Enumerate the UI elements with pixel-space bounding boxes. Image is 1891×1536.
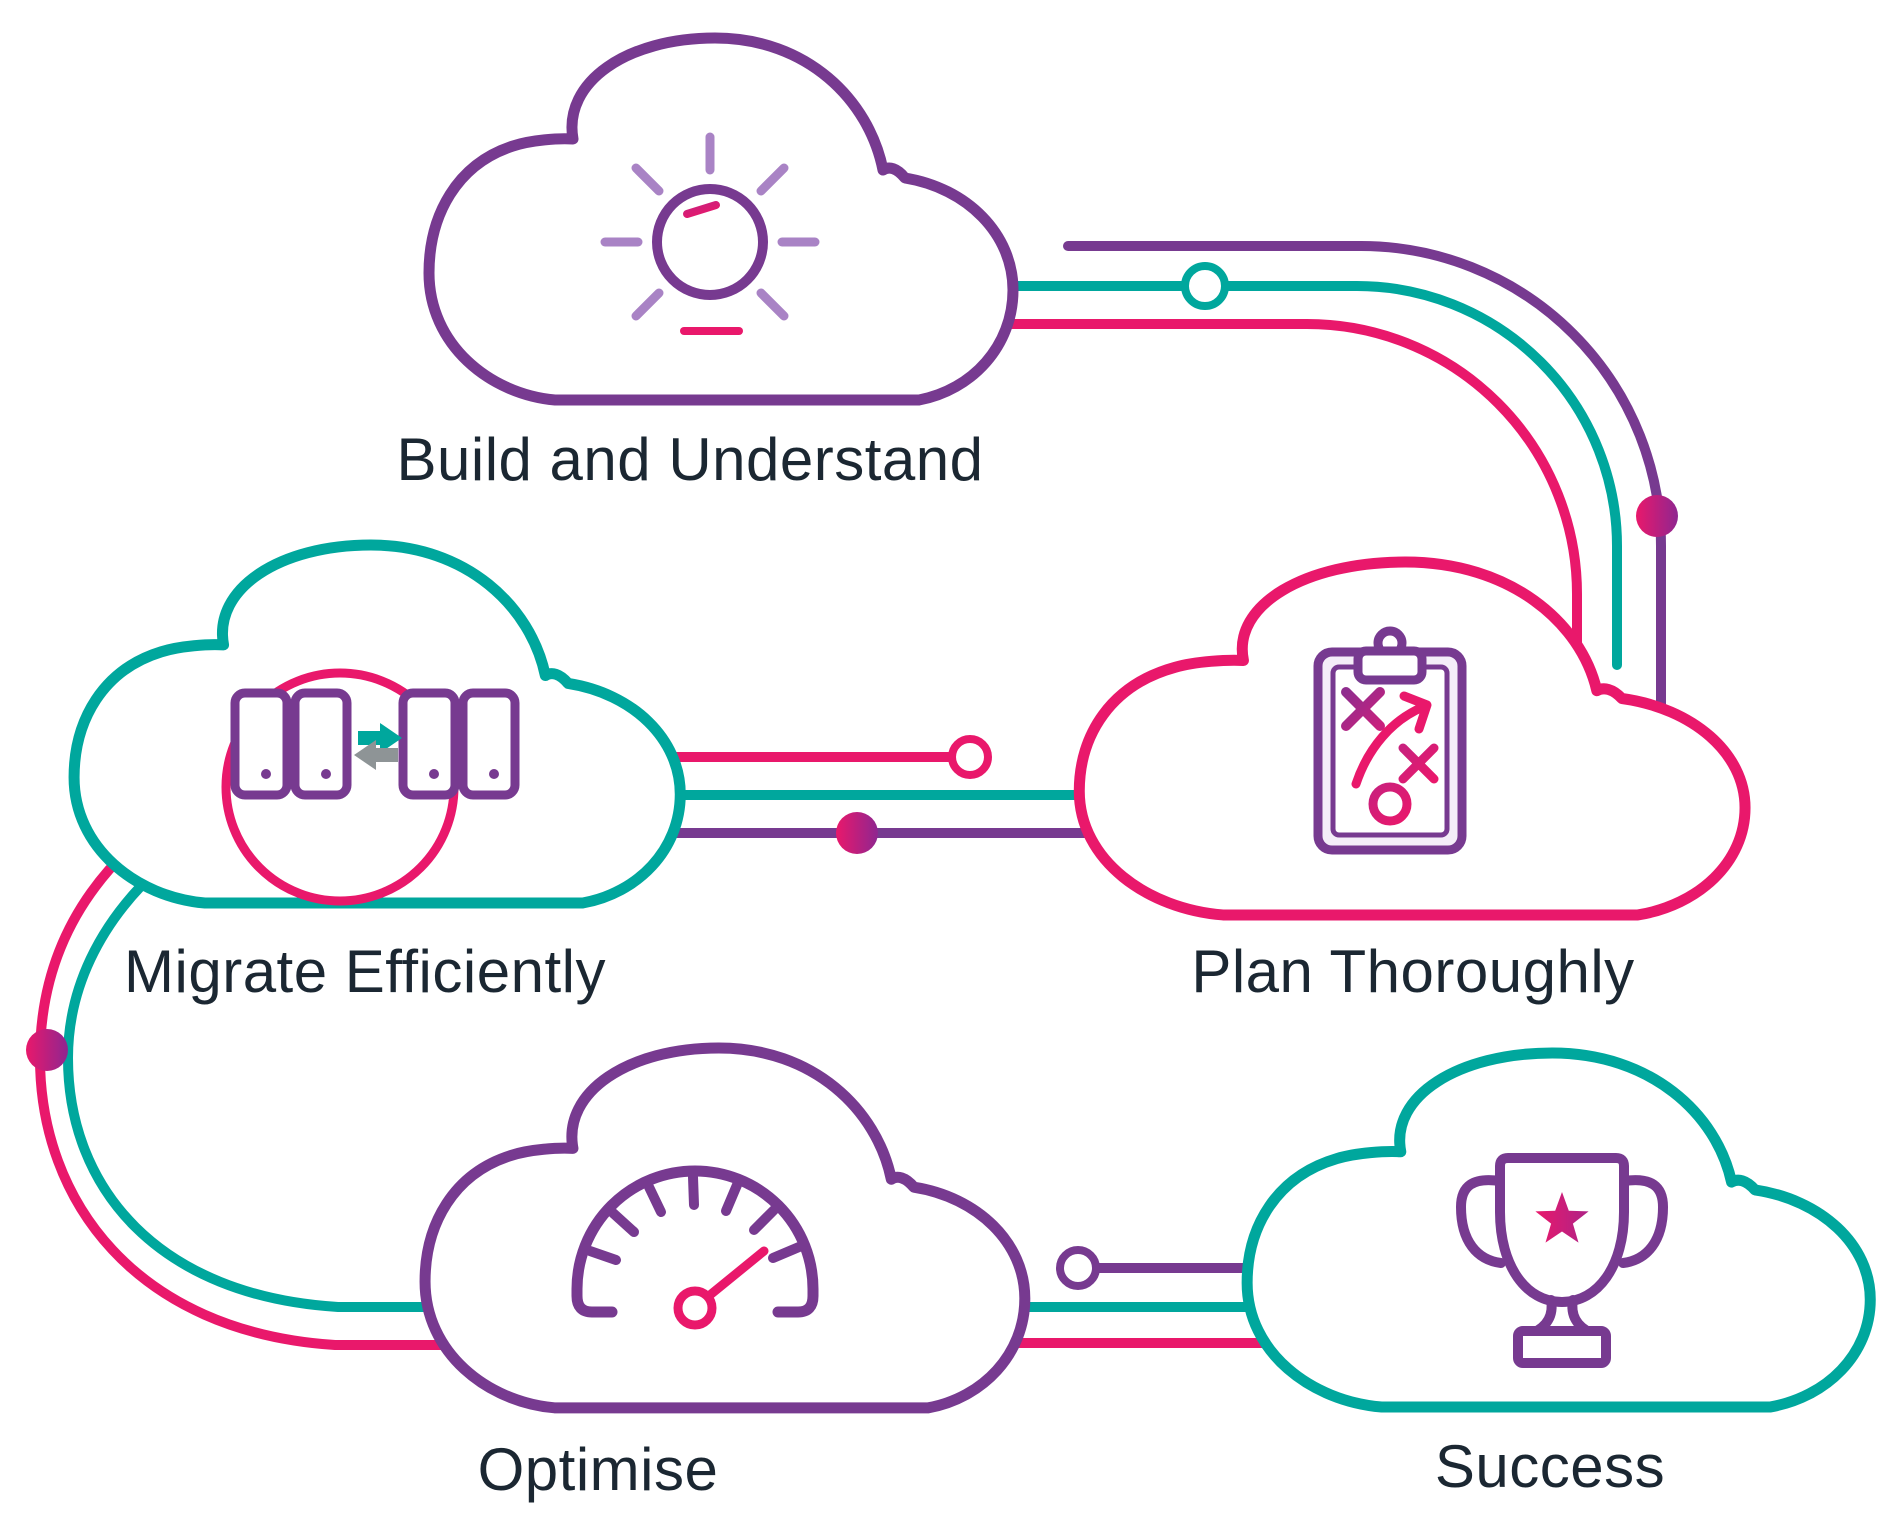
trophy-icon (1455, 1153, 1669, 1368)
label-success: Success (1435, 1433, 1665, 1500)
server-migration-icon (221, 668, 520, 906)
label-plan-thoroughly: Plan Thoroughly (1191, 938, 1634, 1005)
server-tower (290, 688, 352, 800)
connector-line-pink (995, 319, 1582, 660)
gradient-dot-node (836, 812, 878, 854)
connector-line-pink (34, 843, 475, 1350)
trophy-right-handle (1618, 1175, 1669, 1268)
connector-line-teal (62, 870, 475, 1312)
cloud-migrate-efficiently (74, 545, 680, 903)
trophy-star (1535, 1192, 1589, 1243)
server-rack-group (230, 688, 520, 800)
trophy-base (1513, 1326, 1611, 1368)
connector-build-to-plan (995, 241, 1666, 730)
trophy-left-handle (1455, 1175, 1506, 1268)
strategy-clipboard-icon (1313, 626, 1467, 855)
label-build-and-understand: Build and Understand (396, 426, 983, 493)
hollow-purple-circle-node (1056, 1246, 1100, 1290)
gauge-hub (673, 1286, 717, 1330)
tactic-arrow-curve (1351, 702, 1428, 789)
connector-migrate-to-optimise (34, 843, 475, 1350)
connector-line-purple (1063, 241, 1666, 730)
tactic-o-mark (1368, 782, 1412, 826)
bulb-rays (600, 132, 820, 321)
cloud-optimise (425, 1048, 1025, 1408)
gauge-ticks (585, 1172, 804, 1265)
tactic-arrow-head (1399, 691, 1432, 734)
clipboard-clip (1353, 646, 1427, 685)
hollow-pink-circle-node (948, 735, 992, 779)
gradient-dot-node (1636, 495, 1678, 537)
server-tower (230, 688, 292, 800)
hollow-teal-circle-node (1181, 262, 1229, 310)
label-migrate-efficiently: Migrate Efficiently (124, 938, 606, 1005)
tactic-x-mark-1 (1341, 687, 1385, 731)
server-tower (398, 688, 460, 800)
connector-line-teal (995, 281, 1622, 670)
gradient-dot-node (26, 1029, 68, 1071)
gauge-needle (705, 1246, 769, 1300)
bulb-filament (683, 201, 720, 218)
speedometer-icon (571, 1165, 819, 1330)
transfer-right-arrow-icon (358, 723, 402, 753)
label-optimise: Optimise (478, 1436, 719, 1503)
server-tower (458, 688, 520, 800)
tactic-x-mark-2 (1398, 743, 1439, 784)
gauge-arc (571, 1165, 819, 1318)
lightbulb-icon (600, 132, 820, 335)
transfer-left-arrow-icon (354, 740, 398, 770)
